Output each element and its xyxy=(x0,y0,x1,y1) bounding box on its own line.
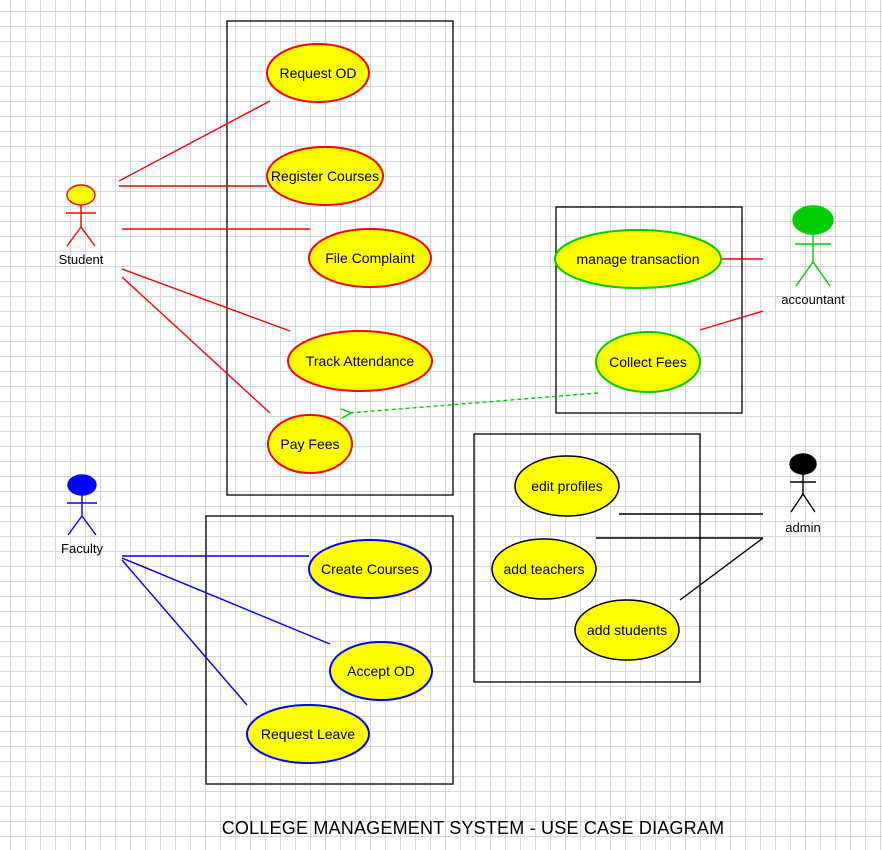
usecase-label: add teachers xyxy=(504,561,585,577)
usecase-label: File Complaint xyxy=(325,250,415,266)
faculty-associations xyxy=(121,555,331,706)
usecase-label: add students xyxy=(587,622,667,638)
stick-figure-icon xyxy=(789,453,817,513)
assoc-accountant-collect-fees xyxy=(699,310,764,331)
actor-label: Faculty xyxy=(61,541,103,556)
assoc-student-track-attendance xyxy=(121,268,291,332)
usecase-pay-fees: Pay Fees xyxy=(267,414,353,474)
usecase-label: Request Leave xyxy=(261,726,355,742)
usecase-accept-od: Accept OD xyxy=(329,641,433,701)
stick-figure-icon xyxy=(792,205,834,287)
stick-figure-icon xyxy=(66,184,96,247)
admin-system-boundary xyxy=(473,433,701,683)
usecase-manage-transaction: manage transaction xyxy=(554,229,722,289)
student-system-boundary xyxy=(226,20,454,496)
usecase-request-od: Request OD xyxy=(266,43,370,103)
admin-associations xyxy=(596,513,764,601)
assoc-faculty-accept-od xyxy=(121,557,331,645)
accountant-system-boundary xyxy=(555,206,743,414)
usecase-create-courses: Create Courses xyxy=(308,539,432,599)
usecase-file-complaint: File Complaint xyxy=(308,228,432,288)
usecase-register-courses: Register Courses xyxy=(266,146,384,206)
usecase-label: Collect Fees xyxy=(609,354,687,370)
actor-label: Student xyxy=(59,252,104,267)
usecase-label: Register Courses xyxy=(271,168,379,184)
actor-faculty: Faculty xyxy=(61,474,103,556)
assoc-admin-add-students xyxy=(679,537,764,601)
usecase-edit-profiles: edit profiles xyxy=(514,455,620,517)
usecase-add-teachers: add teachers xyxy=(491,538,597,600)
usecase-label: manage transaction xyxy=(577,251,700,267)
usecase-label: Track Attendance xyxy=(306,353,415,369)
usecase-track-attendance: Track Attendance xyxy=(287,330,433,392)
actor-admin: admin xyxy=(785,453,821,535)
assoc-student-pay-fees xyxy=(121,276,271,414)
usecase-label: Request OD xyxy=(279,65,356,81)
collect-fees-to-pay-fees-arrow xyxy=(349,392,599,413)
assoc-student-request-od xyxy=(118,100,271,182)
usecase-collect-fees: Collect Fees xyxy=(595,331,701,393)
actor-accountant: accountant xyxy=(781,205,845,307)
diagram-title: COLLEGE MANAGEMENT SYSTEM - USE CASE DIA… xyxy=(222,818,725,838)
student-associations xyxy=(118,100,310,414)
actor-label: admin xyxy=(785,520,820,535)
usecase-label: Accept OD xyxy=(347,663,415,679)
actor-label: accountant xyxy=(781,292,845,307)
usecase-label: Create Courses xyxy=(321,561,419,577)
usecase-request-leave: Request Leave xyxy=(246,704,370,764)
accountant-associations xyxy=(699,258,764,331)
usecase-label: Pay Fees xyxy=(280,436,339,452)
stick-figure-icon xyxy=(67,474,97,536)
faculty-system-boundary xyxy=(205,515,454,785)
assoc-faculty-request-leave xyxy=(121,559,248,706)
actor-student: Student xyxy=(59,184,104,267)
usecase-add-students: add students xyxy=(574,599,680,661)
usecase-label: edit profiles xyxy=(531,478,603,494)
